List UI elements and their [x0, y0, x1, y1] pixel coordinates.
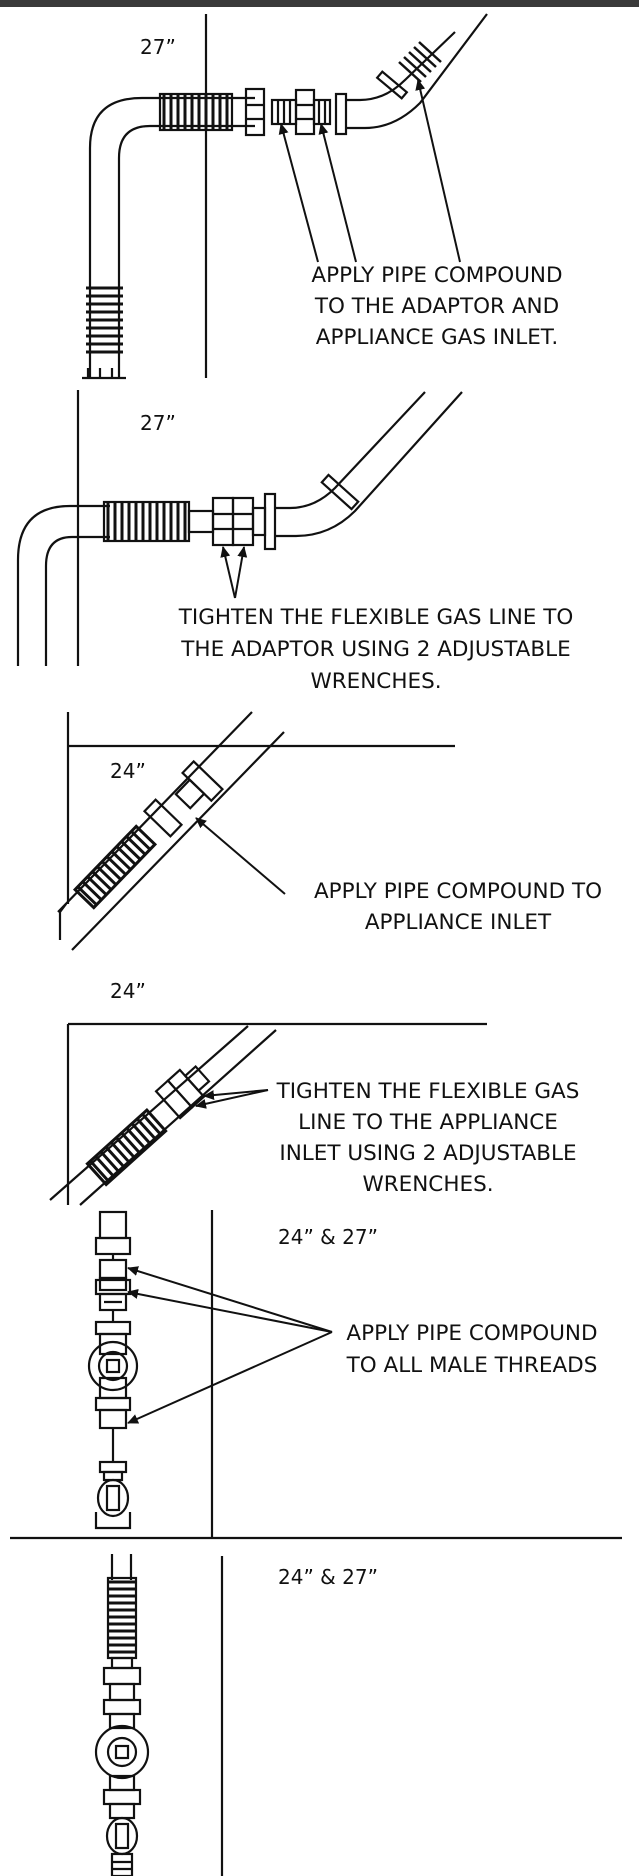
pipe-nipple-thread	[98, 1276, 128, 1292]
caption-line: TIGHTEN THE FLEXIBLE GAS LINE TO	[178, 605, 574, 630]
dimension-label: 24”	[110, 759, 146, 783]
arrow-to-nut-1	[203, 1089, 269, 1101]
pipe-nipple-thread	[98, 1408, 128, 1430]
flex-corrugations-horizontal	[106, 502, 187, 541]
appliance-inlet	[174, 759, 225, 810]
inlet-flange	[334, 92, 348, 136]
leader-arrows	[127, 79, 461, 1424]
dimension-label: 24”	[110, 979, 146, 1003]
elbow-pipe	[16, 504, 110, 666]
dimension-label: 24” & 27”	[278, 1565, 378, 1589]
arrow-to-appliance-inlet	[195, 817, 286, 895]
caption-line: TO ALL MALE THREADS	[346, 1353, 598, 1378]
panel-5-drawing	[10, 1210, 622, 1540]
flex-corrugations	[72, 824, 158, 910]
caption-line: INLET USING 2 ADJUSTABLE	[279, 1141, 576, 1166]
dimension-label: 27”	[140, 35, 176, 59]
caption-line: TO THE ADAPTOR AND	[314, 294, 559, 319]
appliance-inlet-pipe	[275, 391, 426, 510]
arrow-to-nut-2	[234, 546, 248, 599]
arrow-to-nut-1	[220, 546, 236, 599]
flare-nut	[187, 509, 215, 534]
caption-line: APPLY PIPE COMPOUND	[311, 263, 562, 288]
panel-1-drawing	[82, 13, 488, 380]
caption-line: THE ADAPTOR USING 2 ADJUSTABLE	[180, 637, 570, 662]
flex-corrugations-horizontal	[162, 94, 229, 130]
flex-corrugations	[85, 1108, 168, 1187]
inlet-flange	[263, 492, 277, 551]
valve-body	[87, 1340, 139, 1392]
flare-nut	[142, 798, 184, 838]
panel-3-drawing	[57, 711, 455, 951]
flex-corrugations-vertical	[86, 286, 123, 354]
caption-line: LINE TO THE APPLIANCE	[298, 1110, 558, 1135]
caption-line: APPLY PIPE COMPOUND TO	[314, 879, 602, 904]
arrow-to-male-thread-1	[127, 1266, 333, 1333]
top-bar	[0, 0, 639, 7]
arrow-to-adaptor-thread	[278, 123, 319, 263]
elbow-pipe	[88, 96, 255, 378]
labels: 27” APPLY PIPE COMPOUND TO THE ADAPTOR A…	[110, 35, 602, 1589]
inlet-threads	[398, 41, 442, 83]
flare-nut	[244, 87, 266, 137]
arrow-to-adaptor-thread	[318, 123, 357, 263]
arrow-to-nut-2	[195, 1089, 269, 1109]
caption-line: WRENCHES.	[310, 669, 441, 694]
panel-2-drawing	[16, 390, 463, 666]
flex-gas-line	[57, 711, 253, 913]
caption-line: APPLY PIPE COMPOUND	[346, 1321, 597, 1346]
flex-corrugations-vertical	[108, 1580, 136, 1654]
adaptor	[231, 496, 255, 547]
arrow-to-male-thread-2	[127, 1289, 333, 1333]
panel-4-drawing	[49, 1022, 487, 1206]
caption-line: APPLIANCE GAS INLET.	[316, 325, 558, 350]
caption-line: WRENCHES.	[362, 1172, 493, 1197]
appliance-inlet-pipe	[346, 31, 456, 102]
caption-line: TIGHTEN THE FLEXIBLE GAS	[276, 1079, 580, 1104]
shutoff-valve	[96, 1478, 130, 1518]
dimension-label: 24” & 27”	[278, 1225, 378, 1249]
adaptor	[270, 88, 332, 136]
panel-6-drawing	[94, 1554, 224, 1876]
arrow-to-inlet-thread	[415, 79, 461, 263]
caption-line: APPLIANCE INLET	[365, 910, 552, 935]
dimension-label: 27”	[140, 411, 176, 435]
arrow-to-male-thread-3	[127, 1331, 333, 1424]
valve-body	[94, 1724, 150, 1780]
